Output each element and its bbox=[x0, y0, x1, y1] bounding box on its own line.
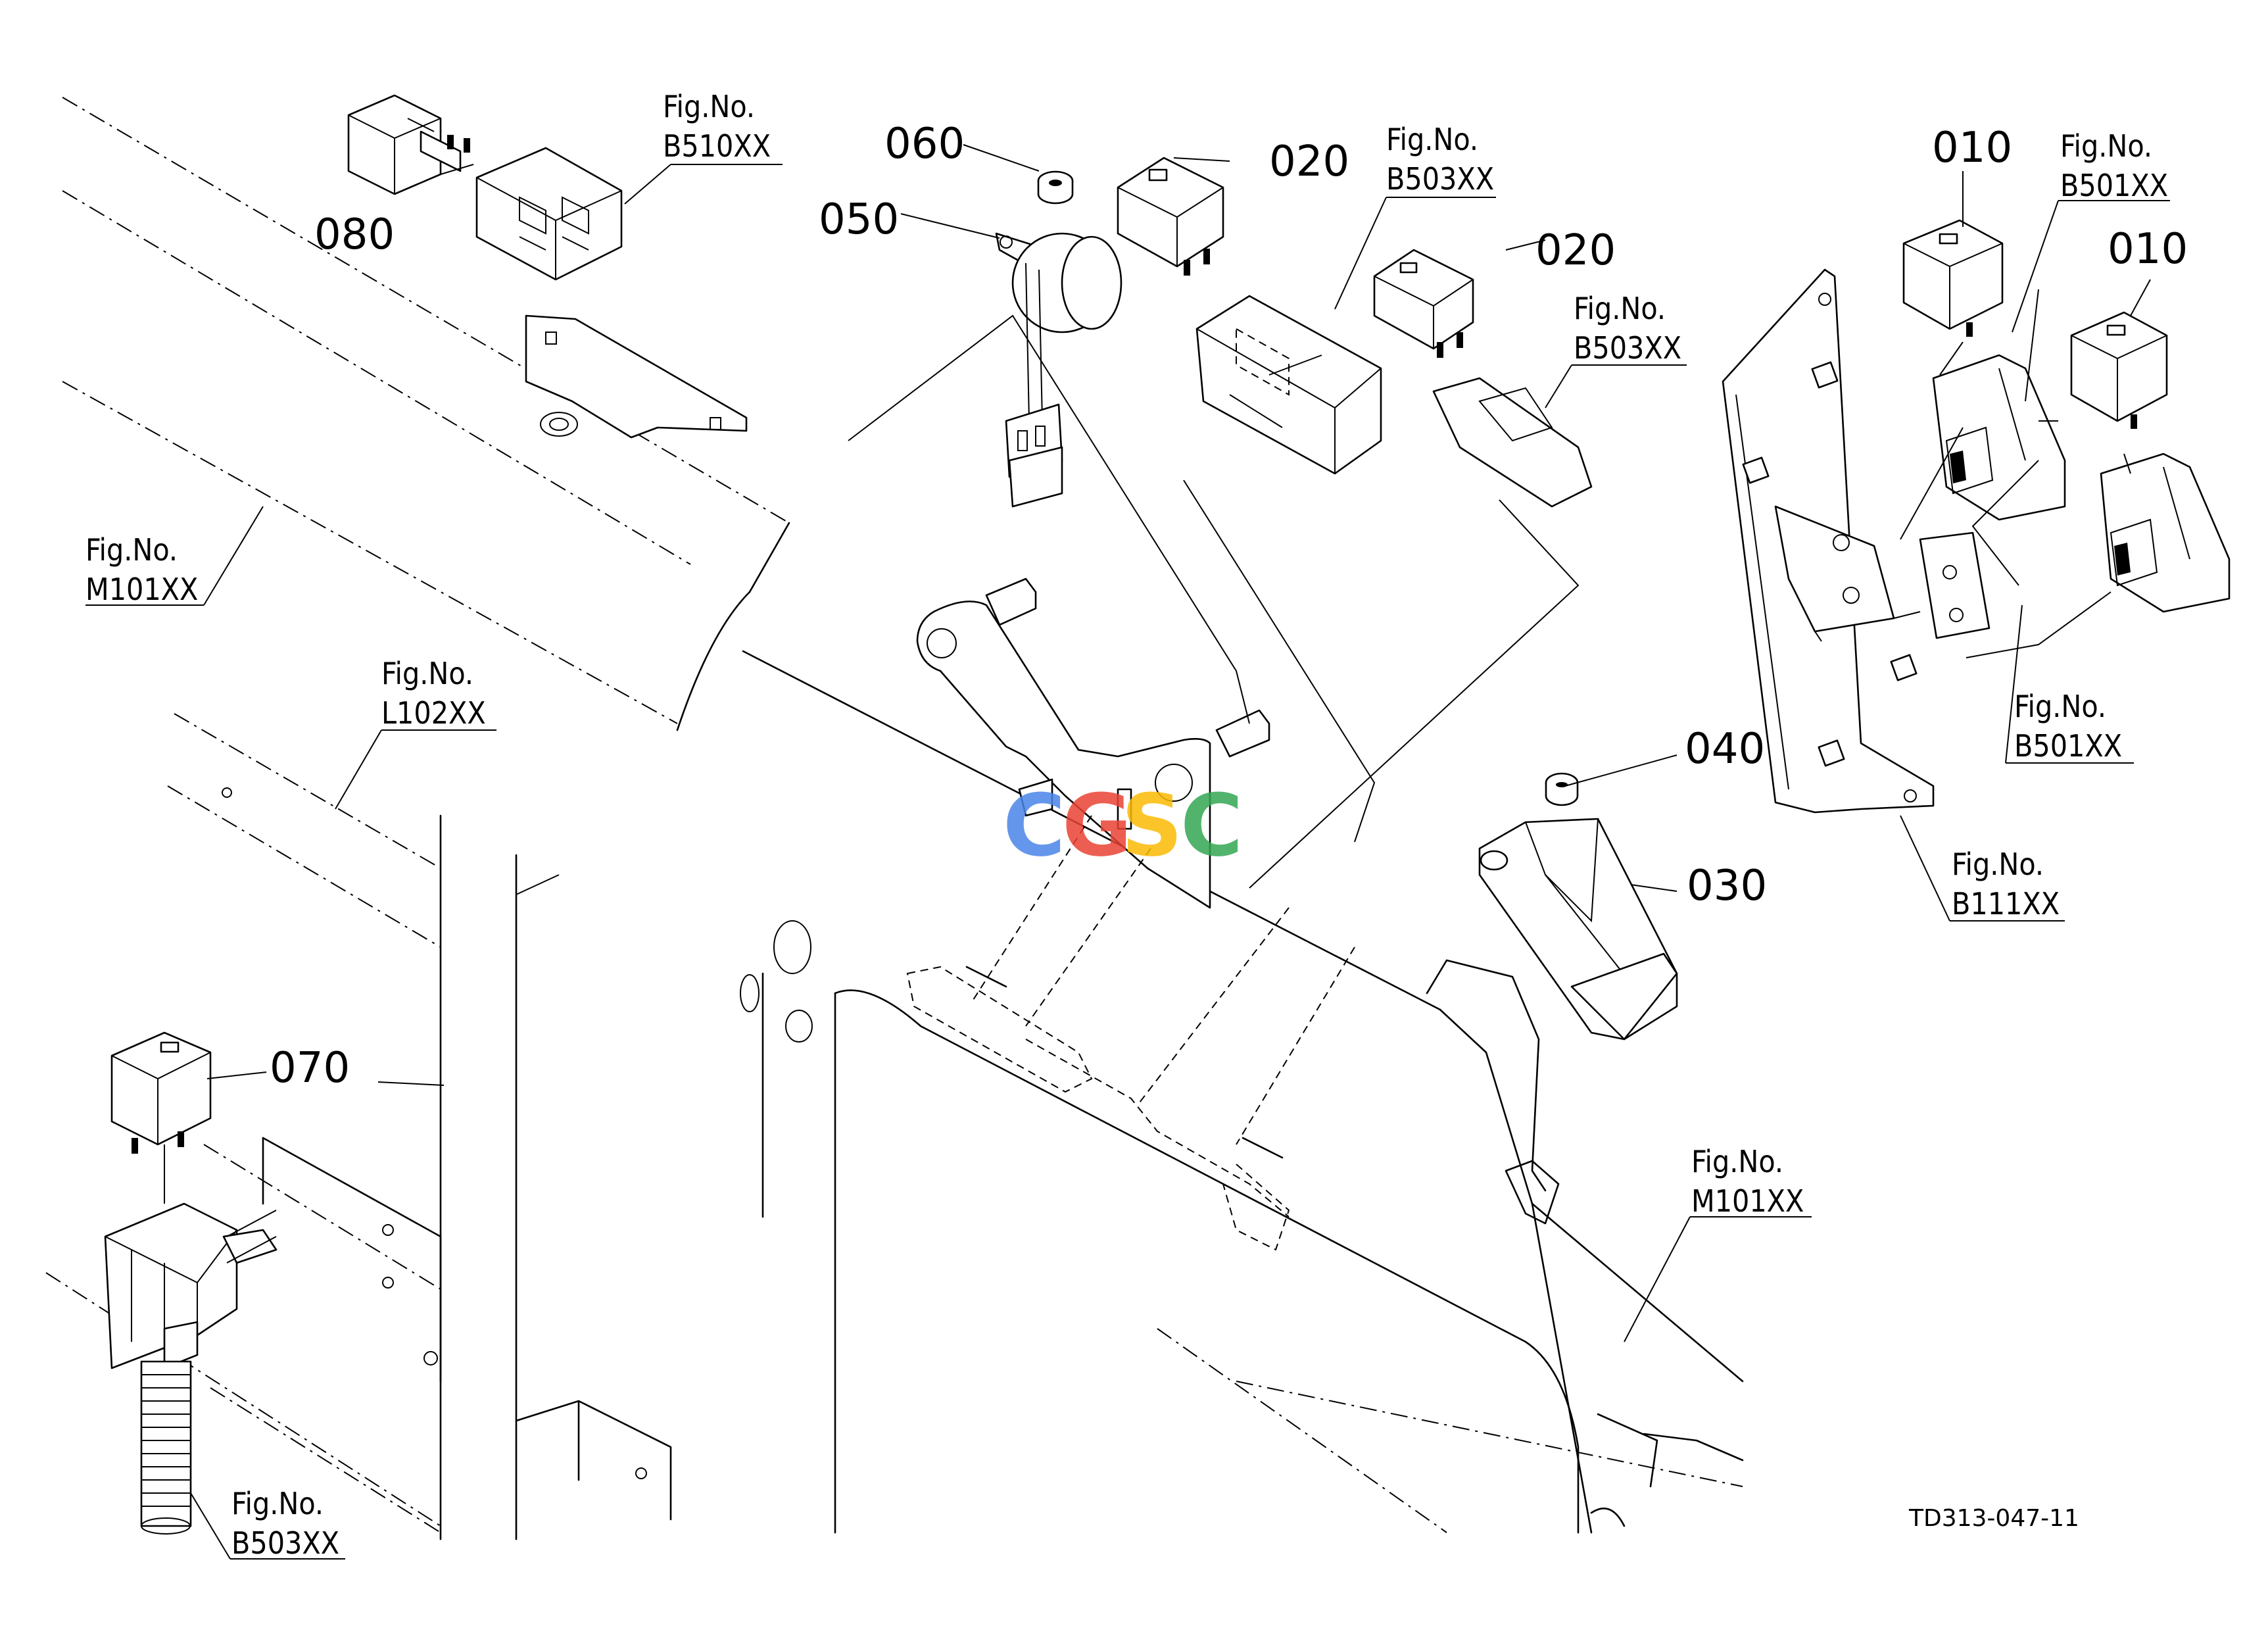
wire-harness bbox=[140, 1360, 192, 1535]
relay-080 bbox=[347, 94, 474, 195]
socket-b501b bbox=[2100, 453, 2231, 613]
figref-b501-top-caption: Fig.No. bbox=[2060, 128, 2152, 164]
relay-010a bbox=[1902, 219, 2004, 337]
figref-b503-top: B503XX bbox=[1386, 161, 1494, 197]
sensor-050 bbox=[995, 232, 1122, 508]
figref-m101-right: M101XX bbox=[1691, 1183, 1804, 1219]
right-lower-frame bbox=[1426, 959, 1744, 1527]
socket-b501a bbox=[1932, 354, 2066, 521]
nut-040 bbox=[1545, 772, 1579, 806]
leader-lines bbox=[85, 118, 2170, 1560]
watermark-letter-1: C bbox=[1003, 775, 1065, 875]
watermark-letter-3: S bbox=[1121, 775, 1183, 875]
figref-l102: L102XX bbox=[381, 695, 486, 731]
drawing-reference: TD313-047-11 bbox=[1908, 1505, 2079, 1532]
figref-b111: B111XX bbox=[1952, 886, 2060, 922]
relay-010b bbox=[2070, 311, 2168, 429]
frame-outline bbox=[62, 97, 1744, 1534]
relay-070 bbox=[110, 1031, 212, 1154]
slot-outlines bbox=[906, 815, 1355, 1251]
figref-b503-mid-caption: Fig.No. bbox=[1574, 291, 1666, 326]
callout-040: 040 bbox=[1685, 725, 1765, 774]
callout-010-top: 010 bbox=[1932, 124, 2012, 172]
relay-bracket-b111 bbox=[1722, 268, 1991, 814]
figure-references: Fig.No. B510XX Fig.No. B503XX Fig.No. B5… bbox=[85, 89, 2168, 1561]
cgsc-watermark: C G S C bbox=[1003, 775, 1243, 875]
figref-l102-caption: Fig.No. bbox=[381, 656, 473, 691]
center-bracket bbox=[916, 578, 1270, 909]
mounting-holes bbox=[740, 920, 813, 1043]
watermark-letter-4: C bbox=[1180, 775, 1243, 875]
callout-030: 030 bbox=[1687, 862, 1767, 910]
figref-b501-bottom: B501XX bbox=[2014, 728, 2122, 764]
figref-b503-mid: B503XX bbox=[1574, 330, 1681, 366]
figref-b501-bottom-caption: Fig.No. bbox=[2014, 689, 2106, 724]
figref-b503-top-caption: Fig.No. bbox=[1386, 122, 1478, 157]
callout-080: 080 bbox=[314, 210, 395, 259]
figref-b501-top: B501XX bbox=[2060, 168, 2168, 203]
socket-b503b bbox=[1432, 377, 1593, 508]
callout-070: 070 bbox=[270, 1044, 350, 1093]
callout-020-right: 020 bbox=[1535, 226, 1616, 275]
watermark-letter-2: G bbox=[1062, 775, 1132, 875]
bracket-plate bbox=[525, 314, 748, 439]
callout-020-left: 020 bbox=[1269, 137, 1349, 186]
socket-b510 bbox=[475, 147, 623, 281]
callout-050: 050 bbox=[819, 195, 899, 244]
figref-m101-left-caption: Fig.No. bbox=[85, 532, 178, 568]
bracket-030 bbox=[1478, 818, 1678, 1041]
figref-m101-right-caption: Fig.No. bbox=[1691, 1144, 1783, 1179]
figref-b510-caption: Fig.No. bbox=[663, 89, 755, 124]
socket-b503c bbox=[104, 1202, 277, 1369]
callout-010-right: 010 bbox=[2108, 225, 2188, 274]
relay-020b bbox=[1373, 249, 1474, 358]
figref-b510: B510XX bbox=[663, 128, 771, 164]
callouts: 010 010 020 020 030 040 050 060 070 080 bbox=[270, 120, 2188, 1093]
relay-020a bbox=[1117, 157, 1224, 276]
socket-b503a bbox=[1195, 295, 1382, 475]
nut-060 bbox=[1037, 170, 1074, 205]
figref-b503-bottom: B503XX bbox=[231, 1525, 339, 1561]
figref-b503-bottom-caption: Fig.No. bbox=[231, 1486, 324, 1521]
callout-060: 060 bbox=[884, 120, 965, 168]
figref-b111-caption: Fig.No. bbox=[1952, 847, 2044, 882]
figref-m101-left: M101XX bbox=[85, 572, 198, 607]
